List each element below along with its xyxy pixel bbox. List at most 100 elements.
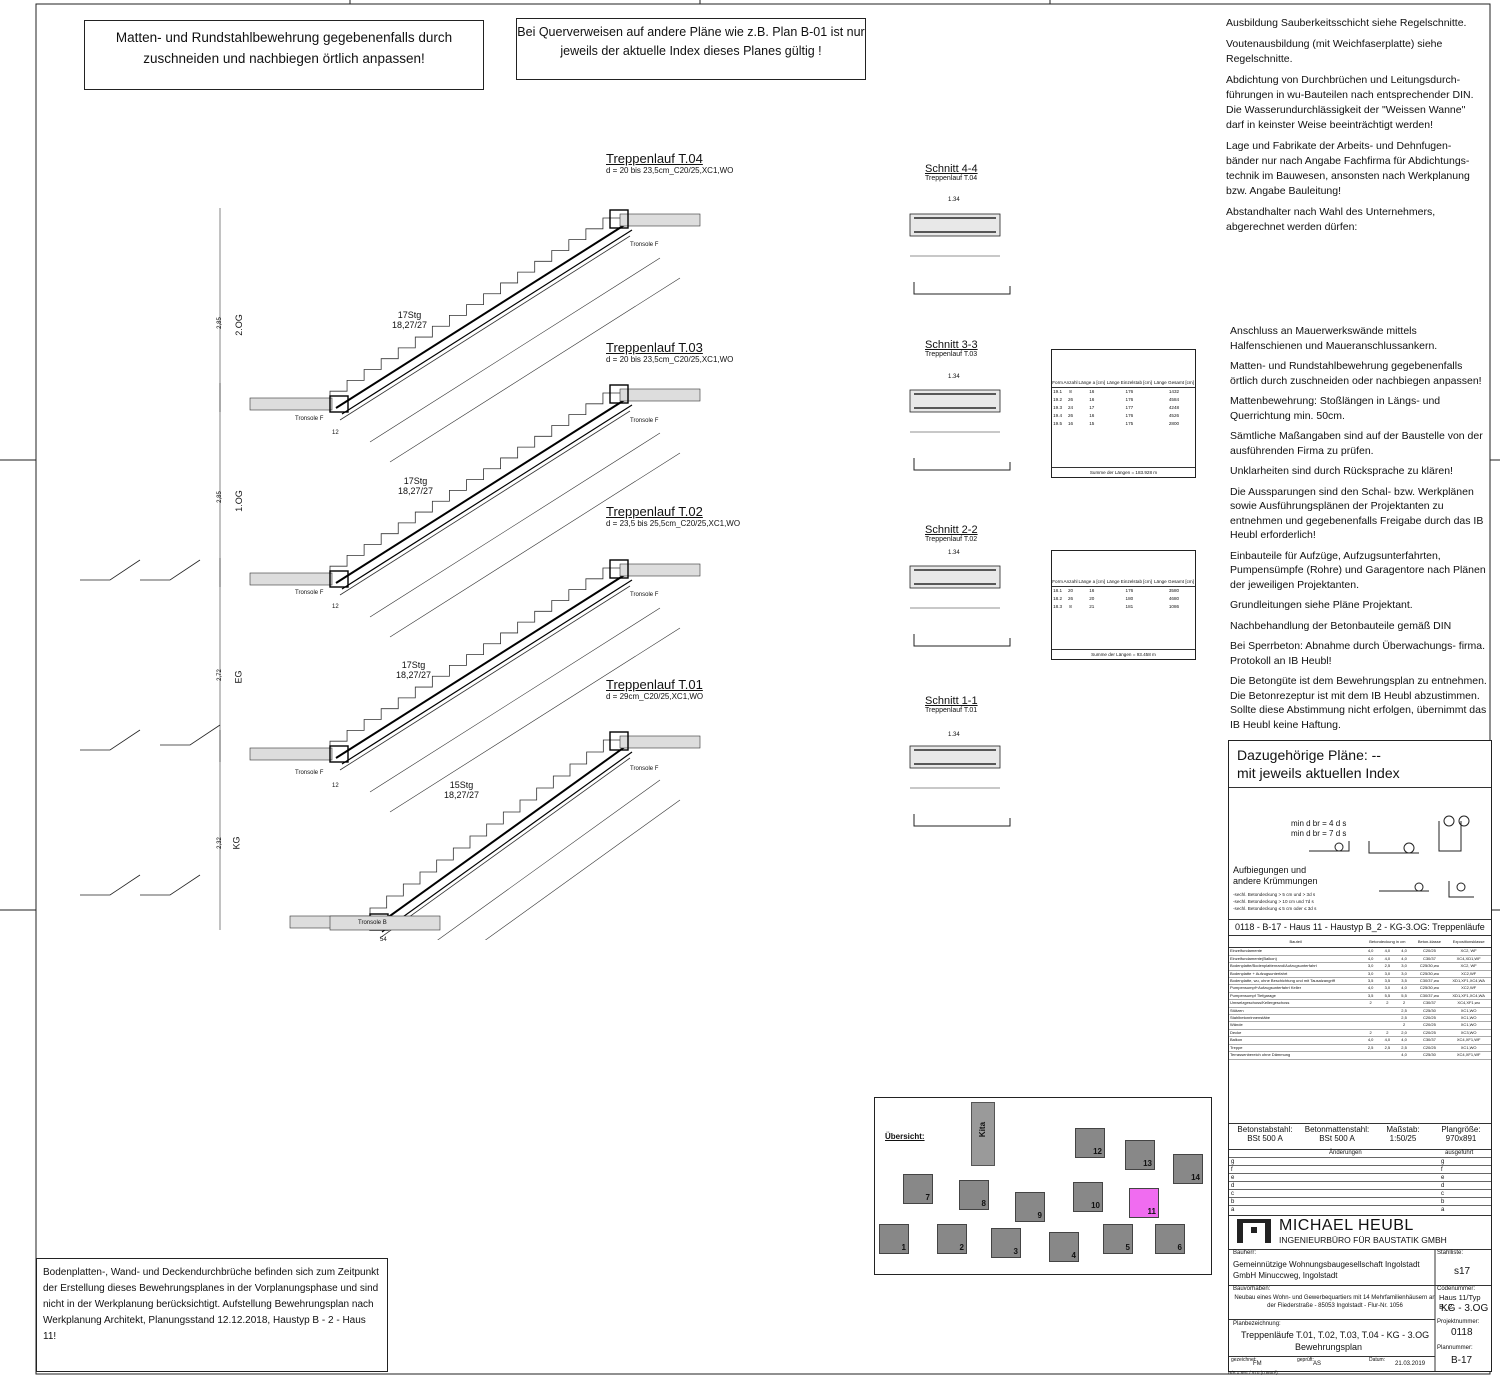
plangroesse-label: Plangröße:: [1441, 1125, 1481, 1134]
table-cell: C20/25: [1412, 1014, 1447, 1023]
table-header: Form: [1052, 577, 1064, 587]
right-note: Voutenausbildung (mit Weichfaserplatte) …: [1226, 38, 1443, 65]
right-note: Ausbildung Sauberkeitsschicht siehe Rege…: [1226, 17, 1467, 29]
stair-title-block: Treppenlauf T.02 d = 23,5 bis 25,5cm_C20…: [606, 504, 740, 528]
table-header: Betondeckung in cm: [1362, 937, 1413, 949]
stair-title-block: Treppenlauf T.03 d = 20 bis 23,5cm_C20/2…: [606, 340, 733, 364]
table-cell: XC4,XF1,WF: [1446, 1036, 1491, 1045]
company-name: MICHAEL HEUBL: [1279, 1217, 1414, 1234]
right-note: Grundleitungen siehe Pläne Projektant.: [1230, 599, 1413, 611]
section-drawing: [909, 565, 1011, 647]
min-dbr-1: min d br = 4 d s: [1291, 819, 1347, 828]
tronsole-label: Tronsole F: [295, 590, 324, 596]
gezeichnet: FM: [1253, 1361, 1262, 1367]
table-header: Länge Einzelstab [cm]: [1105, 378, 1153, 388]
stair-spec: d = 20 bis 23,5cm_C20/25,XC1,WO: [606, 355, 734, 364]
table-cell: 2,0: [1395, 1029, 1413, 1038]
table-cell: 19.2: [1053, 397, 1063, 403]
table-cell: C25/30: [1412, 1007, 1447, 1016]
table-cell: C30/37,wu: [1412, 977, 1447, 986]
section-sub: Treppenlauf T.01: [925, 707, 978, 714]
table-cell: 24: [1068, 404, 1074, 410]
table-cell: 4,0: [1378, 947, 1396, 956]
stahlliste: s17: [1454, 1266, 1471, 1277]
table-cell: [1378, 1051, 1396, 1060]
title-block-lines: [1434, 1249, 1436, 1371]
section-title: Schnitt 1-1: [925, 695, 978, 707]
company-logo: [1237, 1219, 1271, 1243]
ratio: 18,27/27: [392, 320, 428, 330]
table-cell: Wände: [1229, 1021, 1363, 1030]
planbez1: Treppenläufe T.01, T.02, T.03, T.04 - KG…: [1241, 1330, 1430, 1340]
stair-title-block: Treppenlauf T.01 d = 29cm_C20/25,XC1,WO: [606, 677, 703, 701]
dim-label: 12: [332, 430, 339, 436]
sections-drawing: [909, 213, 1011, 827]
house-block: 6: [1155, 1224, 1185, 1254]
table-cell: [1378, 1014, 1396, 1023]
table-cell: Bodenplatte, wu, ohne Beschichtung und m…: [1229, 977, 1363, 986]
table-cell: 5,5: [1378, 992, 1396, 1001]
table-cell: 177: [1125, 404, 1134, 410]
steps: 15Stg: [449, 780, 474, 790]
stair-spec: d = 23,5 bis 25,5cm_C20/25,XC1,WO: [606, 519, 741, 528]
bauherr: Gemeinnützige Wohnungsbaugesellschaft In…: [1233, 1260, 1420, 1280]
right-note: Abdichtung von Durchbrüchen und Leitungs…: [1226, 74, 1474, 131]
table-header: Anzahl: [1063, 378, 1078, 388]
kita-label: Kita: [978, 1121, 988, 1138]
table-cell: C30/37: [1412, 999, 1447, 1008]
table-cell: 19.5: [1053, 420, 1063, 426]
table-cell: 17: [1089, 404, 1095, 410]
house-number: 2: [959, 1243, 964, 1252]
house-number: 13: [1143, 1159, 1152, 1168]
index-letter: c: [1231, 1191, 1234, 1197]
section-title-block: Schnitt 2-2 Treppenlauf T.02: [925, 524, 978, 543]
cover-rules: -sechl. Betondeckung > 5 cm und > 3d s-s…: [1233, 892, 1317, 911]
table-cell: 4,0: [1378, 955, 1396, 964]
gezeichnet-label: gezeichnet:: [1231, 1357, 1257, 1363]
section-drawing: [909, 213, 1011, 295]
table-cell: C20/25: [1412, 1044, 1447, 1053]
right-note: Die Betongüte ist dem Bewehrungsplan zu …: [1230, 675, 1487, 731]
min-dbr-2: min d br = 7 d s: [1291, 829, 1347, 838]
table-cell: 5,5: [1395, 992, 1413, 1001]
tronsole-label: Tronsole F: [630, 418, 659, 424]
table-header: Beton-klasse: [1412, 937, 1447, 949]
table-cell: XC3,WO: [1446, 1029, 1491, 1038]
table-cell: Pumpensumpf+Aufzugsunterfahrt Keller: [1229, 984, 1363, 993]
betonstab: BSt 500 A: [1247, 1134, 1283, 1143]
betonmatten: BSt 500 A: [1319, 1134, 1355, 1143]
section-width: 1.34: [948, 550, 960, 556]
table-cell: XC2,WF: [1446, 984, 1491, 993]
index-letter: d: [1231, 1183, 1235, 1189]
table-cell: 4,0: [1362, 955, 1379, 964]
planbez2: Bewehrungsplan: [1295, 1342, 1363, 1352]
table-cell: XC4,XF1,WF: [1446, 1051, 1491, 1060]
section-drawing: [909, 389, 1011, 471]
table-cell: C20/25: [1412, 1029, 1447, 1038]
ausgefuehrt-label: ausgeführt: [1445, 1150, 1474, 1156]
table-header: Bauteil: [1229, 937, 1363, 949]
floor-height: 2,32: [216, 837, 223, 849]
section-title: Schnitt 3-3: [925, 339, 978, 351]
right-note: Lage und Fabrikate der Arbeits- und Dehn…: [1226, 140, 1470, 197]
table-cell: 3,0: [1378, 970, 1396, 979]
section-title: Schnitt 4-4: [925, 163, 978, 175]
tronsole-label: Tronsole F: [295, 416, 324, 422]
table-cell: 4,0: [1362, 947, 1379, 956]
table-cell: 1432: [1168, 389, 1180, 395]
stair-spec: d = 29cm_C20/25,XC1,WO: [606, 692, 704, 701]
table-cell: 3,5: [1395, 977, 1413, 986]
bar-table-sum: Summe der Längen = 183.928 m: [1052, 467, 1195, 475]
table-cell: XC2, WF: [1446, 947, 1491, 956]
